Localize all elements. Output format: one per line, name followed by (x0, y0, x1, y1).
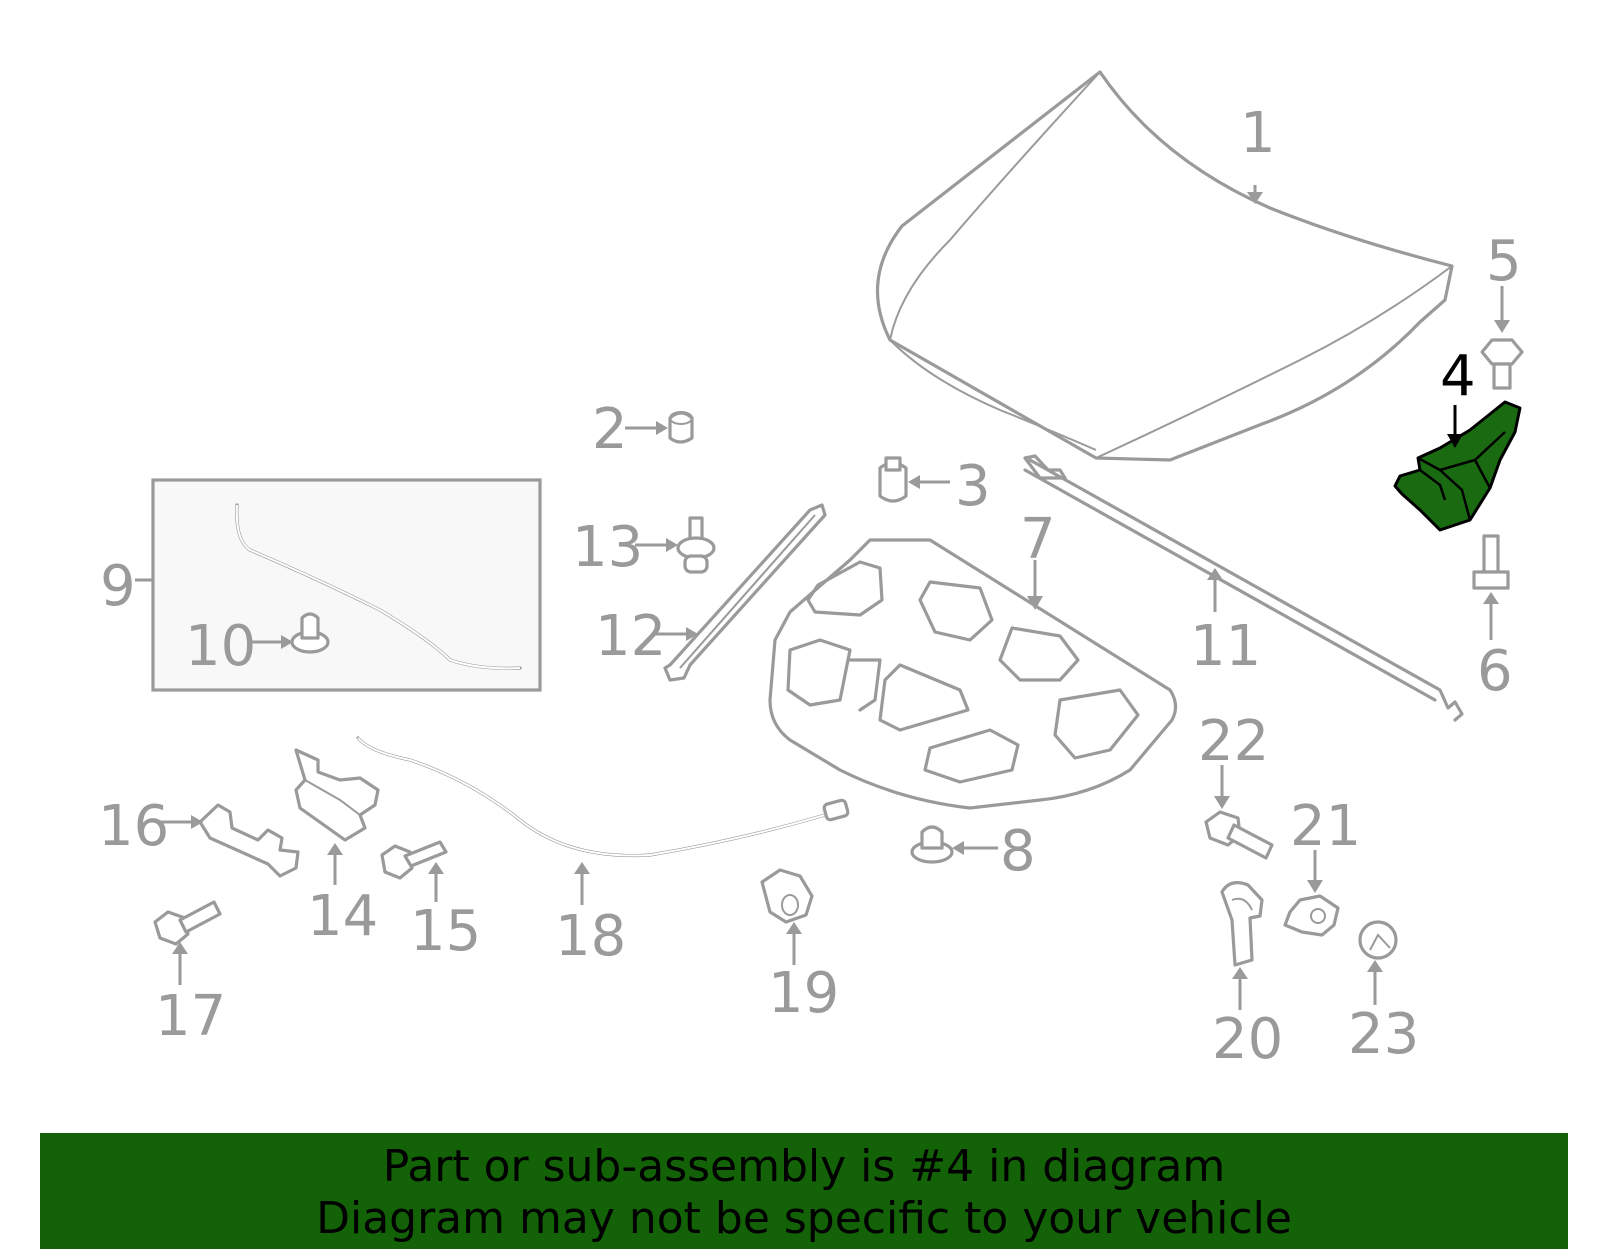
part-4-hood-hinge[interactable] (1393, 400, 1522, 532)
info-banner: Part or sub-assembly is #4 in diagram Di… (40, 1133, 1568, 1249)
callout-4: 4 (1440, 344, 1476, 409)
callout-3: 3 (955, 454, 991, 519)
part-5-bolt[interactable] (1480, 338, 1524, 390)
callout-6: 6 (1477, 639, 1513, 704)
callout-5: 5 (1486, 229, 1522, 294)
callout-17: 17 (155, 984, 226, 1049)
callout-21: 21 (1290, 794, 1361, 859)
part-21-lock[interactable] (1283, 894, 1340, 937)
parts-diagram: 1 2 3 4 5 6 (98, 70, 1524, 1072)
callout-18: 18 (555, 904, 626, 969)
part-14-lock-bracket[interactable] (294, 748, 380, 842)
part-2-bumper[interactable] (668, 411, 694, 444)
part-15-bolt[interactable] (380, 840, 448, 880)
callout-12: 12 (595, 604, 666, 669)
part-1-hood[interactable] (875, 70, 1454, 462)
part-3-bumper[interactable] (878, 456, 908, 503)
part-7-hood-insulator[interactable] (768, 538, 1178, 810)
callout-10: 10 (185, 614, 256, 679)
callout-14: 14 (307, 884, 378, 949)
callout-11: 11 (1190, 614, 1261, 679)
part-20-latch[interactable] (1220, 881, 1264, 967)
callout-2: 2 (592, 397, 628, 462)
part-23-plug[interactable] (1358, 920, 1398, 960)
callout-1: 1 (1240, 101, 1276, 166)
callout-9: 9 (100, 554, 136, 619)
callout-8: 8 (1000, 819, 1036, 884)
part-17-bolt[interactable] (153, 900, 222, 946)
callout-16: 16 (98, 794, 169, 859)
part-9-weatherstrip-kit[interactable] (151, 478, 542, 692)
part-13-grommet[interactable] (676, 516, 716, 574)
callout-7: 7 (1020, 507, 1056, 572)
callout-19: 19 (768, 961, 839, 1026)
part-11-seal[interactable] (1023, 454, 1464, 722)
part-19-clip[interactable] (760, 868, 814, 924)
callout-13: 13 (572, 515, 643, 580)
callout-20: 20 (1212, 1007, 1283, 1072)
callout-23: 23 (1348, 1002, 1419, 1067)
banner-line-2: Diagram may not be specific to your vehi… (316, 1193, 1292, 1244)
part-8-clip[interactable] (910, 825, 954, 864)
part-22-bolt[interactable] (1204, 810, 1274, 860)
part-6-bolt[interactable] (1472, 534, 1510, 590)
callout-15: 15 (410, 899, 481, 964)
callout-22: 22 (1198, 709, 1269, 774)
banner-line-1: Part or sub-assembly is #4 in diagram (382, 1141, 1226, 1192)
part-16-bracket[interactable] (198, 803, 300, 878)
part-12-support-rod[interactable] (663, 503, 827, 682)
part-18-release-cable[interactable] (356, 736, 850, 858)
